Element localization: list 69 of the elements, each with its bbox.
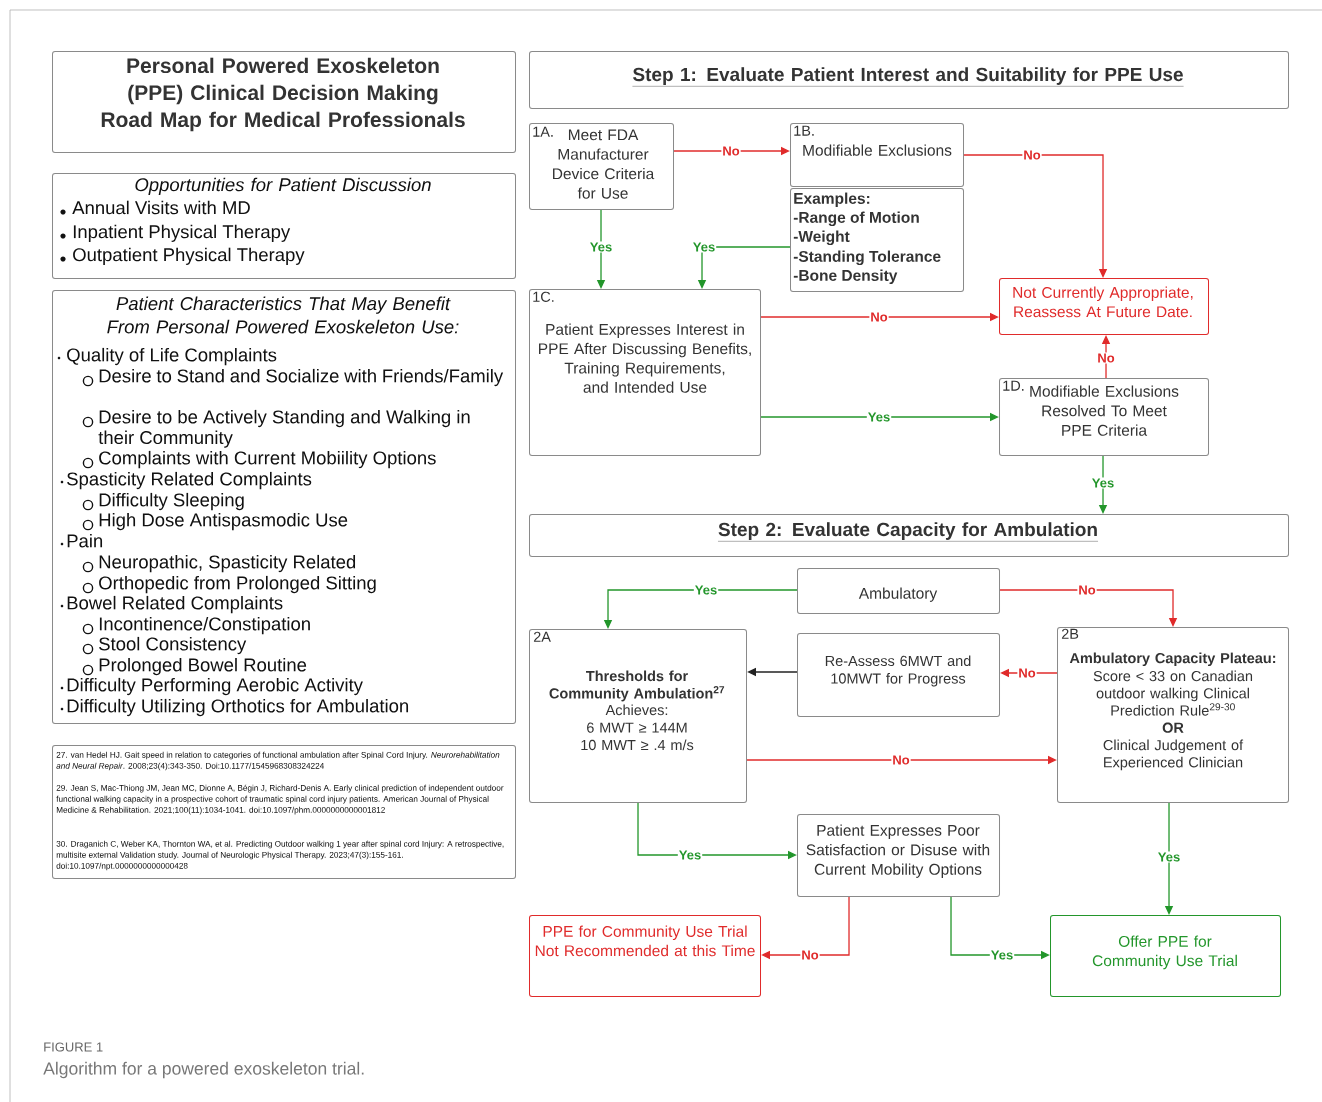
node-label: Inpatient Physical Therapy xyxy=(73,224,291,242)
arrow xyxy=(963,154,1108,278)
caption: Algorithm for a powered exoskeleton trial. xyxy=(43,1061,364,1079)
edge-label: No xyxy=(1017,667,1037,679)
process-box: Ambulatory xyxy=(797,568,1000,614)
process-box: Patient Expresses Poor Satisfaction or Disuse with Current Mobility Options xyxy=(797,814,1000,897)
node-label: Ambulatory Capacity Plateau: xyxy=(1069,652,1276,667)
node-label: Difficulty Performing Aerobic Activity xyxy=(67,677,363,696)
edge-label: Yes xyxy=(866,411,892,423)
node-label: Thresholds for Community Ambulation$^{27}$ xyxy=(549,670,725,702)
title-box: Personal Powered Exoskeleton (PPE) Clinical Decision Making Road Map for Medical Professionals xyxy=(52,51,516,153)
edge-label: No xyxy=(800,949,820,961)
step-label: 1D. xyxy=(1003,380,1024,391)
edge-label: No xyxy=(891,754,911,766)
edge-label: Yes xyxy=(1090,477,1116,489)
arrow xyxy=(761,896,850,960)
outcome-box: Not Currently Appropriate, Reassess At Future Date. xyxy=(999,278,1209,335)
node-label: Pain xyxy=(67,533,103,548)
edge-label: Yes xyxy=(989,949,1015,961)
edge-label: Yes xyxy=(1156,851,1182,863)
list-box: Opportunities for Patient Discussion Annual Visits with MD Inpatient Physical Therapy Outpatient Physical Therapy xyxy=(52,173,516,279)
edge-label: No xyxy=(869,311,889,323)
node-label: Annual Visits with MD xyxy=(72,200,250,215)
node-label: Complaints with Current Mobiility Options xyxy=(99,450,436,469)
figure-number: FIGURE 1 xyxy=(44,1042,103,1052)
edge-label: No xyxy=(1022,149,1042,161)
node-label: High Dose Antispasmodic Use xyxy=(99,512,348,531)
node-label: Desire to Stand and Socialize with Friends/Family xyxy=(99,368,504,387)
step-label: 1B. xyxy=(794,125,814,136)
step-banner: Step 1: Evaluate Patient Interest and Suitability for PPE Use xyxy=(529,51,1289,109)
edge-label: No xyxy=(1077,584,1097,596)
list-box: Patient Characteristics That May Benefit From Personal Powered Exoskeleton Use: Quality of Life Complaints Desire to Stand and Socialize with Friends/Family Desire to be Actively Standing and Walking in their Community Complaints with Current Mobiility Options Spasticity Related Complaints Difficulty Sleeping High Dose Antispasmodic Use Pain Neuropathic, Spasticity Related Orthopedic from Prolonged Sitting Bowel Related Complaints Incontinence/Constipation Stool Consistency Prolonged Bowel Routine Difficulty Performing Aerobic Activity Difficulty Utilizing Orthotics for Ambulation xyxy=(52,290,516,724)
node-label: Bowel Related Complaints xyxy=(67,595,283,614)
reference-box: 27. van Hedel HJ. Gait speed in relation to categories of functional ambulation after Spinal Cord Injury. Neurorehabilitation and Neural Repair. 2008;23(4):343-350. Doi:10.1177/1545968308324224 29. Jean S, Mac-Thiong JM, Jean MC, Dionne A, Bégin J, Richard-Denis A. Early clinical prediction of independent outdoor functional walking capacity in a prospective cohort of traumatic spinal cord injury patients. American Journal of Physical Medicine & Rehabilitation. 2021;100(11):1034-1041. doi:10.1097/phm.0000000000001812 30. Draganich C, Weber KA, Thornton WA, et al. Predicting Outdoor walking 1 year after spinal cord Injury: A retrospective, multisite external Validation study. Journal of Neurologic Physical Therapy. 2023;47(3):155-161. doi:10.1097/npt.0000000000000428 xyxy=(52,745,516,879)
arrow xyxy=(999,589,1178,627)
node-label: Achieves: xyxy=(605,704,668,716)
node-label: Incontinence/Constipation xyxy=(99,616,310,635)
node-label: Clinical Judgement of Experienced Clinician xyxy=(1103,739,1244,771)
edge-label: Yes xyxy=(693,584,719,596)
node-label: Stool Consistency xyxy=(99,636,247,655)
node-label: Desire to be Actively Standing and Walking in their Community xyxy=(98,409,470,448)
node-label: Quality of Life Complaints xyxy=(67,347,277,366)
step-label: 1A. xyxy=(533,126,553,137)
step-banner: Step 2: Evaluate Capacity for Ambulation xyxy=(529,514,1289,557)
node-label: OR xyxy=(1162,722,1184,733)
node-label: Prolonged Bowel Routine xyxy=(99,657,307,676)
node-label: 10 MWT ≥ .4 m/s xyxy=(581,739,694,751)
outcome-box: Offer PPE for Community Use Trial xyxy=(1050,915,1281,997)
edge-label: No xyxy=(721,145,741,157)
node-label: Neuropathic, Spasticity Related xyxy=(99,554,356,573)
node-label: Orthopedic from Prolonged Sitting xyxy=(99,575,376,594)
step-label: 2A xyxy=(533,631,551,642)
edge-label: Yes xyxy=(677,849,703,861)
edge-label: No xyxy=(1096,352,1116,364)
edge-label: Yes xyxy=(691,241,717,253)
note-box: Examples: -Range of Motion -Weight -Standing Tolerance -Bone Density xyxy=(790,188,964,292)
node-label: Outpatient Physical Therapy xyxy=(73,247,305,265)
node-label: Patient Characteristics That May Benefit From Personal Powered Exoskeleton Use: xyxy=(107,296,459,334)
outcome-box: PPE for Community Use Trial Not Recommended at this Time xyxy=(529,915,761,997)
node-label: Difficulty Utilizing Orthotics for Ambulation xyxy=(67,698,409,717)
node-label: Difficulty Sleeping xyxy=(99,492,244,511)
node-label: Score < 33 on Canadian outdoor walking Clinical Prediction Rule$^{29-30}$ xyxy=(1093,670,1253,716)
edge-label: Yes xyxy=(588,241,614,253)
node-label: Spasticity Related Complaints xyxy=(67,471,312,490)
node-label: 6 MWT ≥ 144M xyxy=(587,722,687,733)
process-box: Re-Assess 6MWT and 10MWT for Progress xyxy=(797,633,1000,717)
step-label: 1C. xyxy=(533,291,554,302)
step-label: 2B xyxy=(1061,628,1079,639)
node-label: Opportunities for Patient Discussion xyxy=(135,177,431,195)
